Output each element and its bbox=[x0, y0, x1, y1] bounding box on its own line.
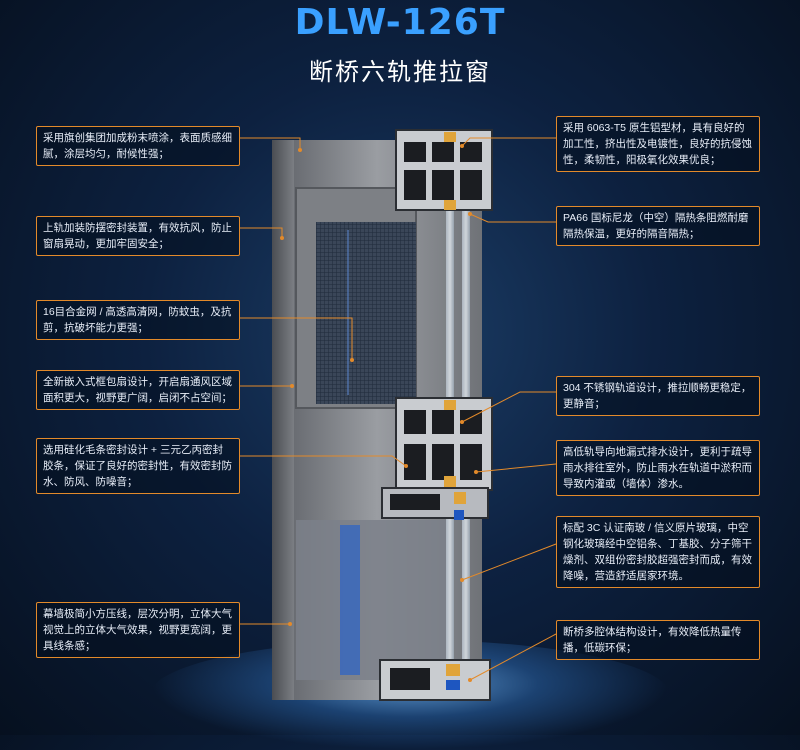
insect-mesh bbox=[316, 222, 416, 404]
glass-pane bbox=[446, 200, 454, 670]
callout-curtain-wall-bead: 幕墙极简小方压线，层次分明，立体大气视觉上的立体大气效果，视野更宽阔，更具线条感… bbox=[36, 602, 240, 658]
callout-insect-mesh: 16目合金网 / 高透高清网，防蚊虫，及抗剪，抗破坏能力更强； bbox=[36, 300, 240, 340]
top-profile-section bbox=[395, 129, 493, 211]
glass-pane bbox=[462, 200, 470, 670]
callout-leaders bbox=[240, 137, 557, 681]
callout-glass: 标配 3C 认证南玻 / 信义原片玻璃，中空钢化玻璃经中空铝条、丁基胶、分子筛干… bbox=[556, 516, 760, 588]
callout-powder-coating: 采用旗创集团加成粉末喷涂，表面质感细腻，涂层均匀，耐候性强； bbox=[36, 126, 240, 166]
callout-drainage: 高低轨导向地漏式排水设计，更利于疏导雨水排往室外，防止雨水在轨道中淤积而导致内灌… bbox=[556, 440, 760, 496]
product-subtitle: 断桥六轨推拉窗 bbox=[309, 58, 491, 86]
middle-profile-section bbox=[395, 397, 493, 491]
callout-stainless-track: 304 不锈钢轨道设计，推拉顺畅更稳定，更静音； bbox=[556, 376, 760, 416]
lower-rail-section bbox=[381, 487, 489, 520]
callout-multi-cavity: 断桥多腔体结构设计，有效降低热量传播，低碳环保； bbox=[556, 620, 760, 660]
callout-sealing-strip: 选用硅化毛条密封设计 + 三元乙丙密封胶条，保证了良好的密封性，有效密封防水、防… bbox=[36, 438, 240, 494]
callout-embedded-sash: 全新嵌入式框包扇设计，开启扇通风区域面积更大，视野更广阔，启闭不占空间； bbox=[36, 370, 240, 410]
callout-aluminum-profile: 采用 6063-T5 原生铝型材，具有良好的加工性，挤出性及电镀性，良好的抗侵蚀… bbox=[556, 116, 760, 172]
callout-thermal-break: PA66 国标尼龙（中空）隔热条阻燃耐磨隔热保温，更好的隔音隔热； bbox=[556, 206, 760, 246]
frame-side-face bbox=[272, 140, 294, 700]
callout-anti-sway-seal: 上轨加装防摆密封装置，有效抗风，防止窗扇晃动，更加牢固安全； bbox=[36, 216, 240, 256]
window-frame bbox=[272, 140, 482, 700]
upper-sash-recess bbox=[295, 187, 417, 409]
model-title: DLW-126T bbox=[294, 2, 506, 43]
